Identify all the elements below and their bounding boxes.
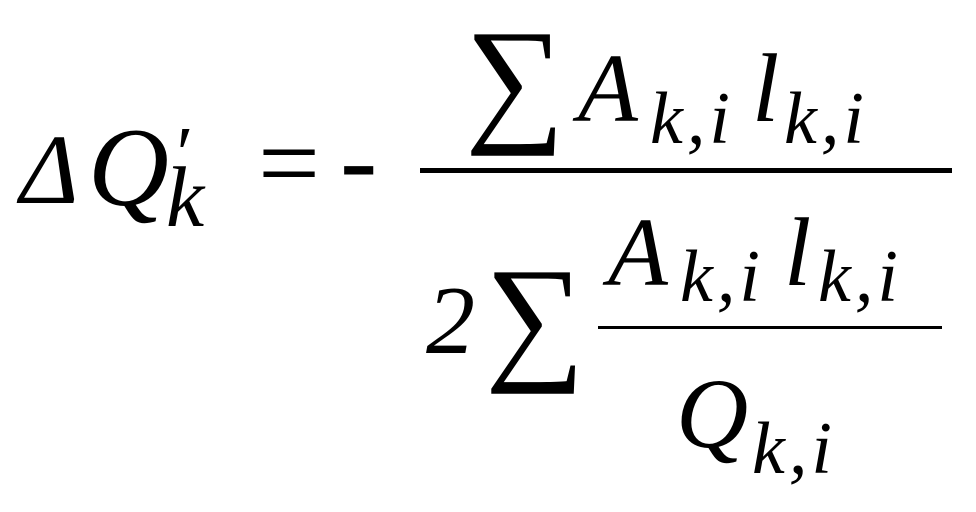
inner-denominator-variable-q: Q — [676, 358, 749, 469]
numerator-variable-a: A — [578, 35, 638, 143]
numerator-variable-l: l — [752, 35, 780, 143]
numerator-l-subscript: k,i — [784, 78, 868, 160]
minus-sign: - — [340, 98, 378, 222]
inner-numerator-a-subscript: k,i — [680, 236, 764, 318]
numerator-a-subscript: k,i — [650, 78, 734, 160]
lhs-prime: ′ — [172, 112, 189, 196]
inner-denominator-q-subscript: k,i — [752, 408, 836, 490]
inner-fraction-bar — [598, 326, 942, 329]
denominator-coefficient: 2 — [426, 267, 475, 375]
numerator-sum-symbol: ∑ — [465, 2, 565, 157]
equals-sign: = — [258, 102, 321, 224]
inner-numerator-variable-l: l — [784, 199, 812, 307]
inner-numerator-variable-a: A — [608, 199, 668, 307]
delta-symbol: Δ — [20, 114, 79, 225]
inner-numerator-l-subscript: k,i — [818, 236, 902, 318]
main-fraction-bar — [420, 168, 952, 173]
lhs-subscript-k: k — [166, 149, 205, 245]
lhs-variable-q: Q — [88, 106, 169, 230]
denominator-sum-symbol: ∑ — [485, 240, 585, 395]
